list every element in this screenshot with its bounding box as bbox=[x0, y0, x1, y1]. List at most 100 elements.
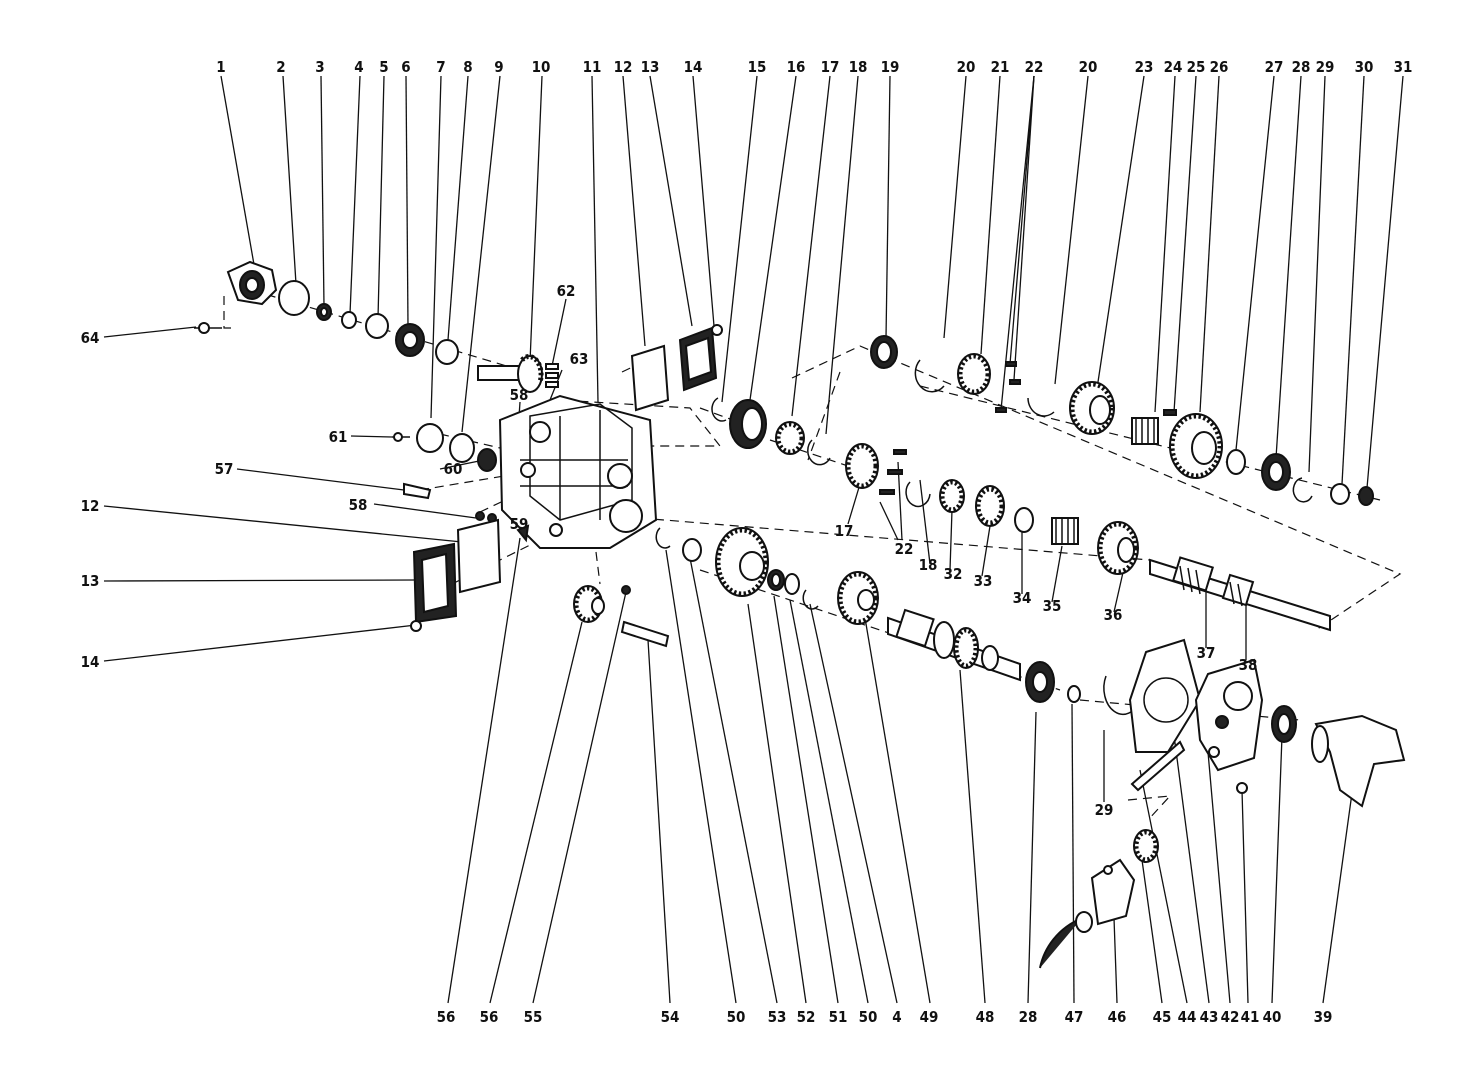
part-47-ring bbox=[1067, 685, 1081, 703]
part-11-housing bbox=[498, 394, 658, 549]
part-35-bearing bbox=[1051, 517, 1079, 545]
part-40-seal bbox=[1271, 705, 1297, 743]
callout-54: 54 bbox=[661, 1008, 680, 1026]
part-50-ring-b bbox=[784, 573, 800, 595]
callout-28: 28 bbox=[1292, 58, 1311, 76]
callout-17: 17 bbox=[821, 58, 840, 76]
callout-23: 23 bbox=[1135, 58, 1154, 76]
callout-40: 40 bbox=[1263, 1008, 1282, 1026]
part-18-snap-ring bbox=[807, 439, 831, 466]
callout-33: 33 bbox=[974, 572, 993, 590]
part-4-washer bbox=[341, 311, 357, 329]
part-52-gear bbox=[715, 527, 769, 597]
callout-34: 34 bbox=[1013, 589, 1032, 607]
part-46-speedo-housing bbox=[1090, 858, 1136, 926]
part-31-nut bbox=[1358, 486, 1374, 506]
callout-12b: 12 bbox=[81, 497, 100, 515]
callout-9: 9 bbox=[494, 58, 503, 76]
callout-30: 30 bbox=[1355, 58, 1374, 76]
callout-61: 61 bbox=[329, 428, 348, 446]
part-17-synchro bbox=[775, 421, 805, 455]
callout-6: 6 bbox=[401, 58, 410, 76]
part-59-plug bbox=[516, 524, 530, 543]
callout-22b: 22 bbox=[895, 540, 914, 558]
callout-39: 39 bbox=[1314, 1008, 1333, 1026]
part-20-snap-ring-b bbox=[1027, 397, 1055, 417]
callout-13b: 13 bbox=[81, 572, 100, 590]
callout-25: 25 bbox=[1187, 58, 1206, 76]
callout-15: 15 bbox=[748, 58, 767, 76]
part-27-washer bbox=[1226, 449, 1246, 475]
callout-16: 16 bbox=[787, 58, 806, 76]
callout-29b: 29 bbox=[1095, 801, 1114, 819]
part-22-keys-lower bbox=[879, 449, 907, 495]
part-7-ring bbox=[416, 423, 444, 453]
part-37-main-shaft bbox=[1149, 556, 1331, 632]
parts bbox=[194, 260, 1406, 969]
part-41-bolt bbox=[1236, 782, 1248, 794]
callout-57: 57 bbox=[215, 460, 234, 478]
callout-11: 11 bbox=[583, 58, 602, 76]
callout-24: 24 bbox=[1164, 58, 1183, 76]
part-62-shims bbox=[545, 363, 559, 388]
callout-26: 26 bbox=[1210, 58, 1229, 76]
callout-58a: 58 bbox=[510, 386, 529, 404]
callout-32: 32 bbox=[944, 565, 963, 583]
callout-4b: 4 bbox=[892, 1008, 901, 1026]
part-17-gear bbox=[845, 443, 879, 489]
part-29-snap-ring bbox=[1292, 477, 1313, 503]
part-26-gear bbox=[1169, 413, 1223, 479]
callout-29: 29 bbox=[1316, 58, 1335, 76]
callout-38: 38 bbox=[1239, 656, 1258, 674]
callout-1: 1 bbox=[216, 58, 225, 76]
part-45-speedo-gear bbox=[1133, 829, 1159, 863]
part-9-ring bbox=[449, 433, 475, 463]
callout-28b: 28 bbox=[1019, 1008, 1038, 1026]
part-19-synchro-ring bbox=[870, 335, 898, 369]
part-13-cover-bottom bbox=[412, 542, 458, 624]
part-12-gasket-top bbox=[630, 344, 670, 412]
part-10-input-shaft bbox=[477, 354, 544, 393]
part-5-ring bbox=[365, 313, 389, 339]
callout-42: 42 bbox=[1221, 1008, 1240, 1026]
part-61-bolt bbox=[392, 432, 410, 442]
part-43-rear-housing bbox=[1194, 658, 1264, 772]
part-49-gear bbox=[837, 571, 879, 625]
part-15-snap-ring bbox=[711, 397, 727, 422]
callout-14: 14 bbox=[684, 58, 703, 76]
callout-53: 53 bbox=[768, 1008, 787, 1026]
part-1-flange bbox=[226, 260, 278, 306]
callout-46: 46 bbox=[1108, 1008, 1127, 1026]
part-20-snap-ring-a bbox=[914, 359, 945, 393]
part-13-cover-top bbox=[678, 326, 718, 392]
callout-56a: 56 bbox=[437, 1008, 456, 1026]
callout-12: 12 bbox=[614, 58, 633, 76]
part-33-gear bbox=[975, 485, 1005, 527]
part-30-washer bbox=[1330, 483, 1350, 505]
callout-labels: 1 2 3 4 5 6 7 8 9 10 11 12 13 14 15 16 1… bbox=[81, 58, 1413, 1026]
callout-58b: 58 bbox=[349, 496, 368, 514]
part-12-gasket-bottom bbox=[456, 518, 502, 594]
callout-63: 63 bbox=[570, 350, 589, 368]
callout-27: 27 bbox=[1265, 58, 1284, 76]
callout-36: 36 bbox=[1104, 606, 1123, 624]
part-21-gear bbox=[957, 353, 991, 395]
callout-62: 62 bbox=[557, 282, 576, 300]
part-14-bolt-top bbox=[711, 324, 723, 336]
part-14-bolt-bottom bbox=[410, 620, 422, 632]
part-2-ring bbox=[278, 280, 310, 316]
part-34-washer bbox=[1014, 507, 1034, 533]
part-25-key bbox=[1163, 409, 1177, 416]
part-8-ring bbox=[435, 339, 459, 365]
callout-19: 19 bbox=[881, 58, 900, 76]
callout-18: 18 bbox=[849, 58, 868, 76]
callout-60: 60 bbox=[444, 460, 463, 478]
callout-21: 21 bbox=[991, 58, 1010, 76]
callout-3: 3 bbox=[315, 58, 324, 76]
callout-2: 2 bbox=[276, 58, 285, 76]
callout-13: 13 bbox=[641, 58, 660, 76]
part-53-washer bbox=[682, 538, 702, 562]
part-56-idler-gear bbox=[573, 585, 605, 623]
callout-50a: 50 bbox=[727, 1008, 746, 1026]
callout-10: 10 bbox=[532, 58, 551, 76]
